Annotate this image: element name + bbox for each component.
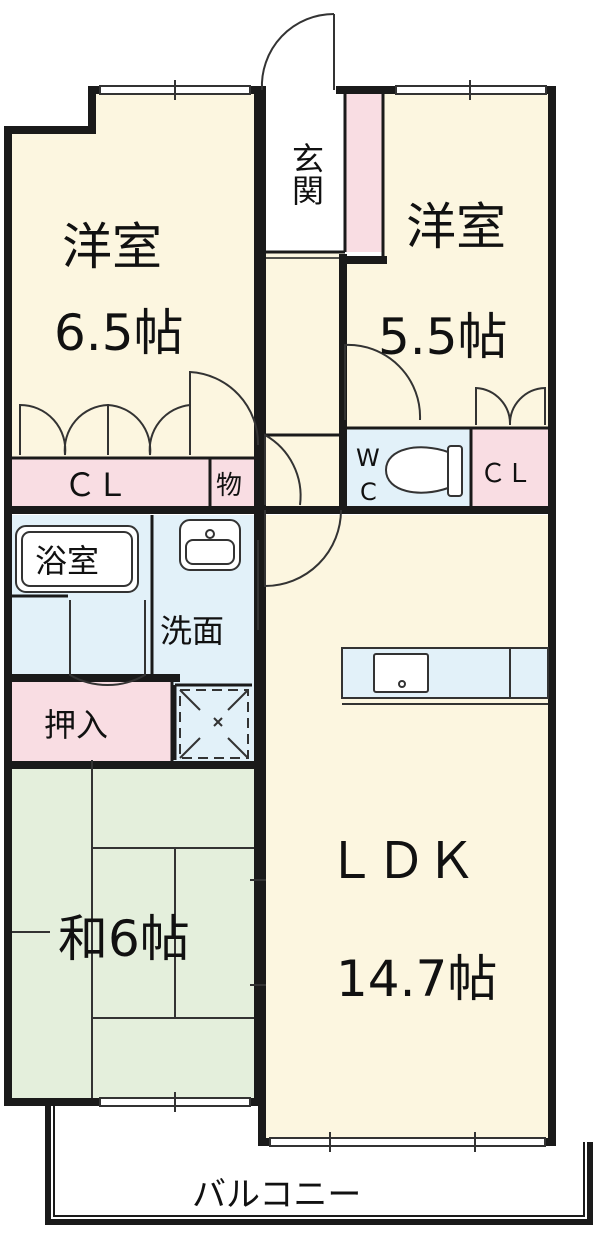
balcony-outline [45, 1104, 593, 1225]
western-room-left-size: 6.5帖 [54, 304, 184, 362]
entrance-door [260, 12, 335, 91]
washroom-label: 洗面 [160, 612, 224, 650]
japanese-room-name: 和6帖 [58, 910, 190, 968]
toilet-fixture [384, 445, 463, 497]
oshiire-label: 押入 [44, 706, 108, 744]
ldk-name: ＬＤＫ [326, 832, 476, 890]
bathroom-label: 浴室 [35, 542, 99, 580]
entrance-label-bg [278, 130, 332, 230]
tatami-lines [12, 765, 258, 1100]
western-room-right-name: 洋室 [406, 198, 506, 256]
western-room-right-floor [343, 94, 552, 428]
washing-machine-space [179, 689, 249, 759]
western-room-left-name: 洋室 [62, 218, 162, 276]
storage-label: 物 [216, 471, 242, 501]
western-room-right-size: 5.5帖 [378, 308, 508, 366]
balcony-label: バルコニー [192, 1175, 361, 1215]
interior-doors [69, 343, 422, 686]
japanese-room-floor [12, 765, 258, 1100]
ldk-size: 14.7帖 [336, 950, 497, 1008]
closet-right-floor [471, 428, 552, 510]
entrance-floor [345, 94, 383, 252]
closet-left-label: ＣＬ [64, 466, 128, 504]
closet-right-label: ＣＬ [480, 459, 532, 489]
room-labels: 洋室 6.5帖 洋室 5.5帖 玄関 ＣＬ 物 W C ＣＬ 浴室 洗面 押入 … [35, 142, 532, 1215]
closet-right-doors [475, 386, 546, 426]
ldk-floor [265, 515, 552, 1140]
corridor-floor [265, 252, 343, 510]
washing-machine-diagonals [179, 689, 249, 759]
washbasin-fixture [179, 519, 241, 571]
closet-left-doors [19, 403, 191, 456]
japanese-room-size: 6帖 [108, 910, 190, 968]
bathtub-fixture [15, 525, 139, 593]
closet-left-floor [12, 458, 210, 506]
toilet-label-line1: W [356, 444, 380, 472]
storage-floor [210, 458, 258, 506]
kitchen-counter [341, 647, 549, 705]
oshiire-floor [12, 680, 172, 765]
toilet-label-line2: C [360, 478, 377, 506]
western-room-left-floor [12, 94, 258, 458]
entrance-label: 玄関 [287, 142, 325, 206]
window-ticks [91, 80, 476, 1152]
